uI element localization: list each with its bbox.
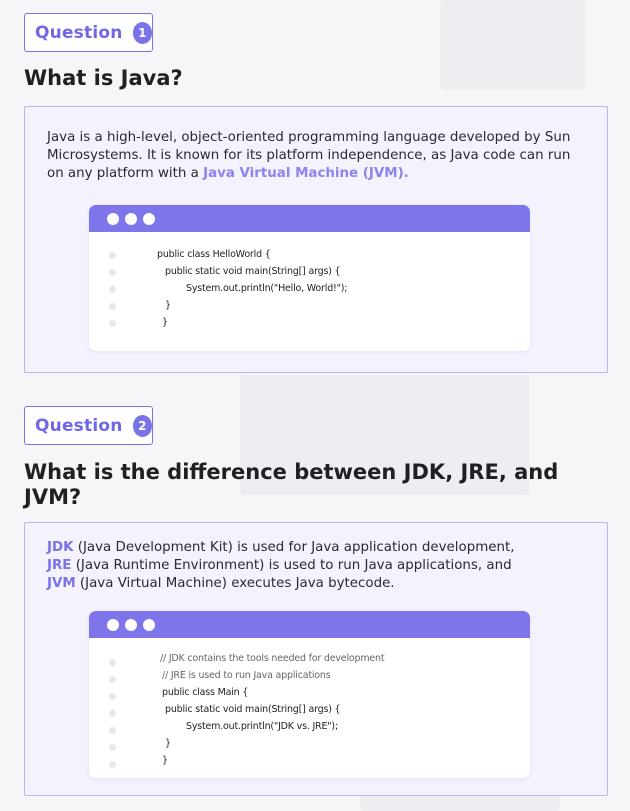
answer-card-2: JDK (Java Development Kit) is used for J…	[24, 522, 608, 796]
answer-body-text: Java is a high-level, object-oriented pr…	[47, 130, 571, 181]
code-line: }	[162, 317, 168, 328]
answer-card-1: Java is a high-level, object-oriented pr…	[24, 106, 608, 373]
code-line: }	[162, 755, 168, 766]
question-title: What is the difference between JDK, JRE,…	[24, 460, 559, 509]
line-marker	[109, 252, 116, 259]
answer-body-text: (Java Runtime Environment) is used to ru…	[71, 558, 512, 573]
window-dot-icon	[107, 618, 119, 631]
highlight-term: Java Virtual Machine (JVM).	[203, 166, 409, 181]
term-jdk: JDK	[47, 540, 74, 555]
window-dot-icon	[143, 618, 155, 631]
code-comment-line: // JDK contains the tools needed for dev…	[160, 653, 385, 664]
line-marker	[109, 269, 116, 276]
line-marker	[109, 761, 116, 768]
code-line: public class Main {	[162, 687, 249, 698]
window-dot-icon	[125, 618, 137, 631]
code-line: public static void main(String[] args) {	[165, 266, 341, 277]
background-panel	[240, 375, 530, 495]
question-number-badge: 1	[132, 21, 152, 44]
answer-body-text: (Java Development Kit) is used for Java …	[73, 540, 515, 555]
line-marker	[109, 286, 116, 293]
code-window: public class HelloWorld { public static …	[89, 205, 530, 351]
code-line: public static void main(String[] args) {	[165, 704, 341, 715]
window-dot-icon	[107, 212, 119, 225]
window-dot-icon	[125, 212, 137, 225]
code-line: System.out.println("Hello, World!");	[186, 283, 348, 294]
code-line: }	[165, 738, 171, 749]
line-marker	[109, 744, 116, 751]
code-line: System.out.println("JDK vs. JRE");	[186, 721, 338, 732]
question-label: Question	[35, 415, 123, 436]
window-title-bar	[89, 205, 530, 232]
answer-body-text: (Java Virtual Machine) executes Java byt…	[75, 576, 395, 591]
term-jre: JRE	[47, 558, 72, 573]
answer-text: Java is a high-level, object-oriented pr…	[47, 129, 587, 183]
term-jvm: JVM	[47, 576, 76, 591]
question-badge-2: Question 2	[24, 406, 153, 445]
question-number-badge: 2	[132, 414, 152, 437]
code-comment-line: // JRE is used to run Java applications	[162, 670, 331, 681]
line-marker	[109, 303, 116, 310]
line-marker	[109, 676, 116, 683]
window-title-bar	[89, 611, 530, 638]
line-marker	[109, 693, 116, 700]
answer-text: JDK (Java Development Kit) is used for J…	[47, 539, 587, 593]
code-line: public class HelloWorld {	[157, 249, 271, 260]
line-marker	[109, 727, 116, 734]
question-title: What is Java?	[24, 66, 183, 90]
code-window: // JDK contains the tools needed for dev…	[89, 611, 530, 778]
line-marker	[109, 320, 116, 327]
background-panel	[440, 0, 585, 90]
question-badge-1: Question 1	[24, 13, 153, 52]
window-dot-icon	[143, 212, 155, 225]
line-marker	[109, 710, 116, 717]
code-line: }	[165, 300, 171, 311]
line-marker	[109, 659, 116, 666]
question-label: Question	[35, 22, 123, 43]
